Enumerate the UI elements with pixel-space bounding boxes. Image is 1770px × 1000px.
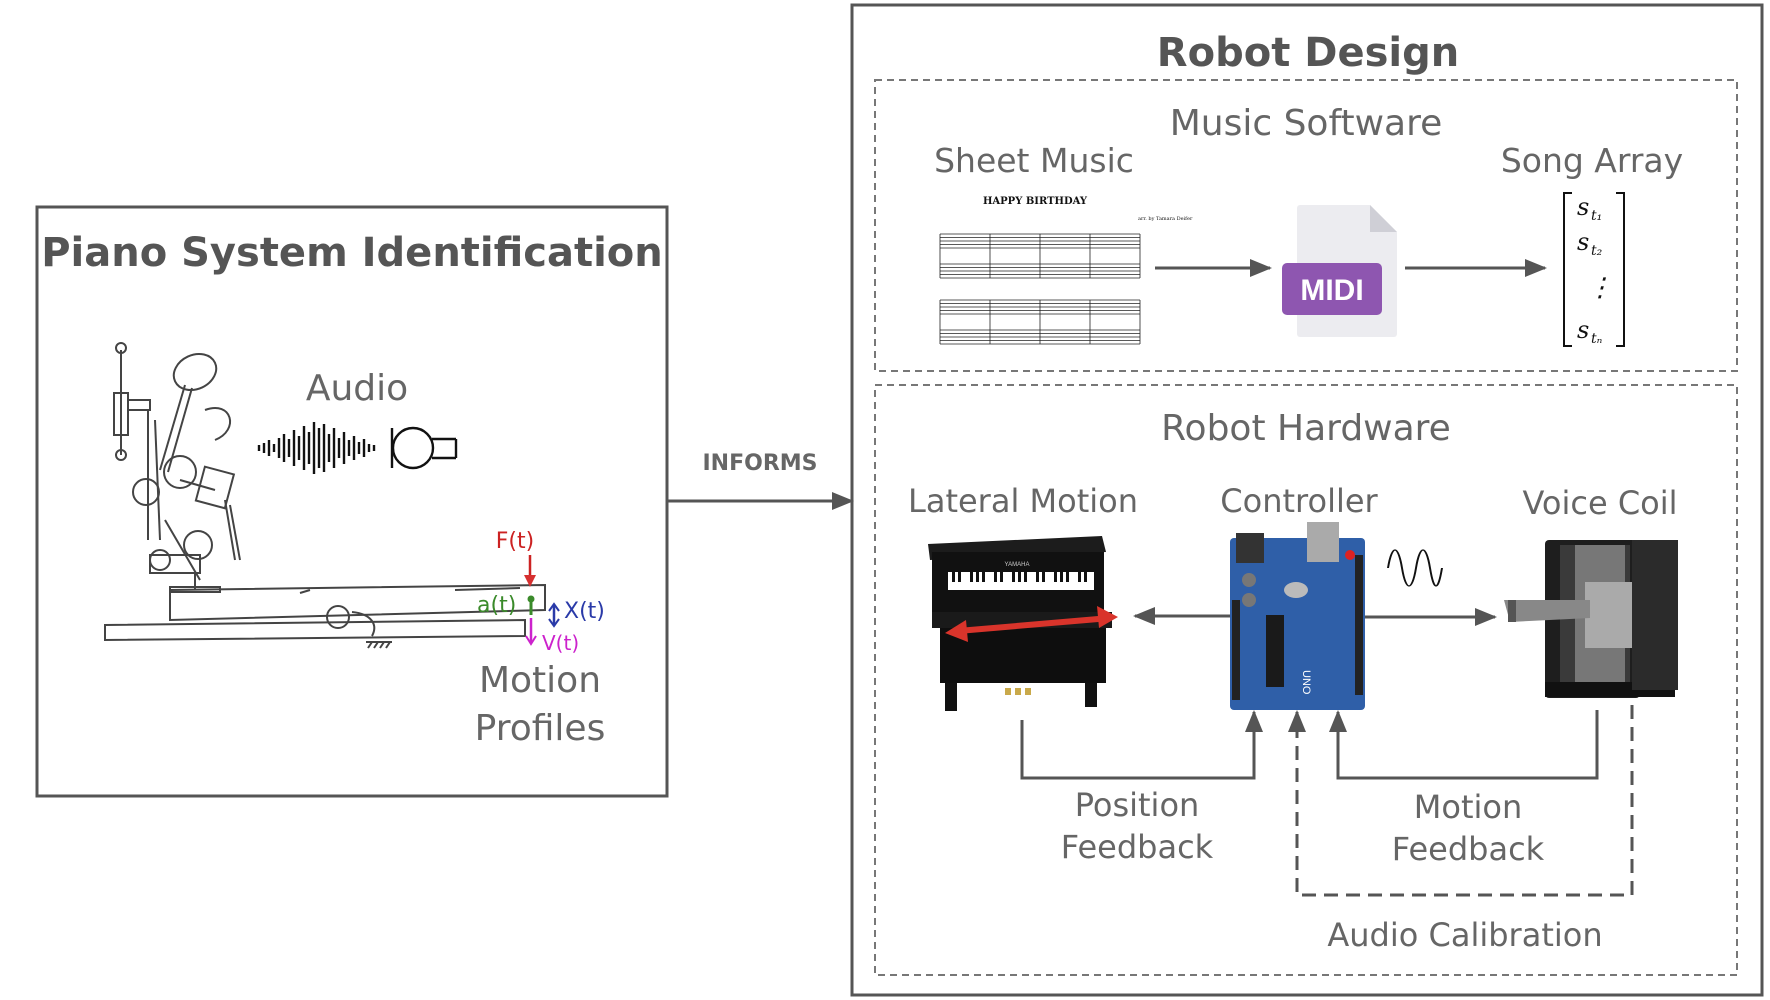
sheet-title: HAPPY BIRTHDAY (983, 196, 1088, 207)
left-panel-title: Piano System Identification (41, 230, 663, 276)
robot-hardware-title: Robot Hardware (1161, 408, 1451, 449)
controller-board-image: UNO (1230, 522, 1365, 710)
array-item-n: s (1577, 316, 1589, 344)
voice-coil-label: Voice Coil (1522, 484, 1677, 522)
sheet-music-image: HAPPY BIRTHDAY arr. by Tamara Deifer (939, 196, 1193, 345)
acceleration-dot (527, 595, 535, 603)
music-software-section: Music Software Sheet Music HAPPY BIRTHDA… (874, 79, 1738, 372)
position-feedback-line2: Feedback (1061, 828, 1214, 866)
black-key (1042, 572, 1045, 582)
signal-wave (1387, 549, 1443, 587)
black-key (1012, 572, 1015, 582)
sheet-credit: arr. by Tamara Deifer (1138, 216, 1193, 222)
array-item-ellipsis: ⋮ (1587, 273, 1613, 303)
acceleration-label: a(t) (477, 593, 516, 618)
black-key (1000, 572, 1003, 582)
board-brand: UNO (1300, 670, 1312, 695)
position-label: X(t) (564, 599, 605, 624)
motion-feedback-line1: Motion (1414, 788, 1522, 826)
velocity-label: V(t) (542, 631, 579, 655)
black-key (1078, 572, 1081, 582)
audio-calibration-line (1288, 705, 1634, 897)
controller-label: Controller (1220, 482, 1378, 520)
sheet-music-label: Sheet Music (934, 141, 1134, 180)
audio-waveform (257, 422, 376, 474)
informs-label: INFORMS (702, 451, 817, 476)
black-key (952, 572, 955, 582)
motion-profiles-line1: Motion (479, 660, 601, 701)
array-item-1: s (1577, 193, 1589, 221)
robot-hardware-section: Robot Hardware Lateral Motion Controller… (874, 384, 1738, 976)
upright-piano-image: YAMAHA (928, 536, 1118, 711)
position-feedback-line (1020, 710, 1263, 780)
black-key (1018, 572, 1021, 582)
array-sub-1: t₁ (1591, 208, 1602, 224)
right-panel-frame (850, 3, 1764, 997)
piano-action-drawing (104, 342, 546, 649)
audio-label: Audio (306, 368, 408, 409)
black-key (1066, 572, 1069, 582)
array-sub-n: tₙ (1591, 331, 1603, 347)
black-key (1024, 572, 1027, 582)
midi-label: MIDI (1300, 274, 1363, 307)
position-feedback-line1: Position (1075, 786, 1200, 824)
black-key (982, 572, 985, 582)
right-panel-title: Robot Design (1157, 30, 1459, 76)
black-key (1060, 572, 1063, 582)
microphone-icon (390, 426, 458, 470)
motion-profiles-line2: Profiles (475, 708, 606, 749)
black-key (970, 572, 973, 582)
song-array-vector: s t₁ s t₂ ⋮ s tₙ (1563, 192, 1625, 347)
robot-hardware-frame (874, 384, 1738, 976)
black-key (976, 572, 979, 582)
force-label: F(t) (496, 529, 534, 554)
song-array-label: Song Array (1501, 141, 1683, 180)
black-key (994, 572, 997, 582)
motion-feedback-line2: Feedback (1392, 830, 1545, 868)
midi-file-icon: MIDI (1282, 205, 1397, 337)
left-panel-frame (35, 205, 669, 798)
black-key (958, 572, 961, 582)
black-key (1084, 572, 1087, 582)
array-item-2: s (1577, 228, 1589, 256)
motion-feedback-line (1329, 710, 1599, 780)
black-key (1054, 572, 1057, 582)
piano-brand: YAMAHA (1005, 562, 1030, 568)
audio-calibration-label: Audio Calibration (1327, 916, 1602, 954)
black-key (1036, 572, 1039, 582)
voice-coil-image (1504, 540, 1678, 698)
robot-design-panel: Robot Design Music Software Sheet Music … (850, 3, 1764, 997)
music-software-frame (874, 79, 1738, 372)
piano-system-identification-panel: Piano System Identification (35, 205, 669, 798)
informs-connector: INFORMS (668, 451, 854, 510)
array-sub-2: t₂ (1591, 243, 1603, 259)
music-software-title: Music Software (1170, 103, 1443, 144)
lateral-motion-label: Lateral Motion (908, 482, 1138, 520)
